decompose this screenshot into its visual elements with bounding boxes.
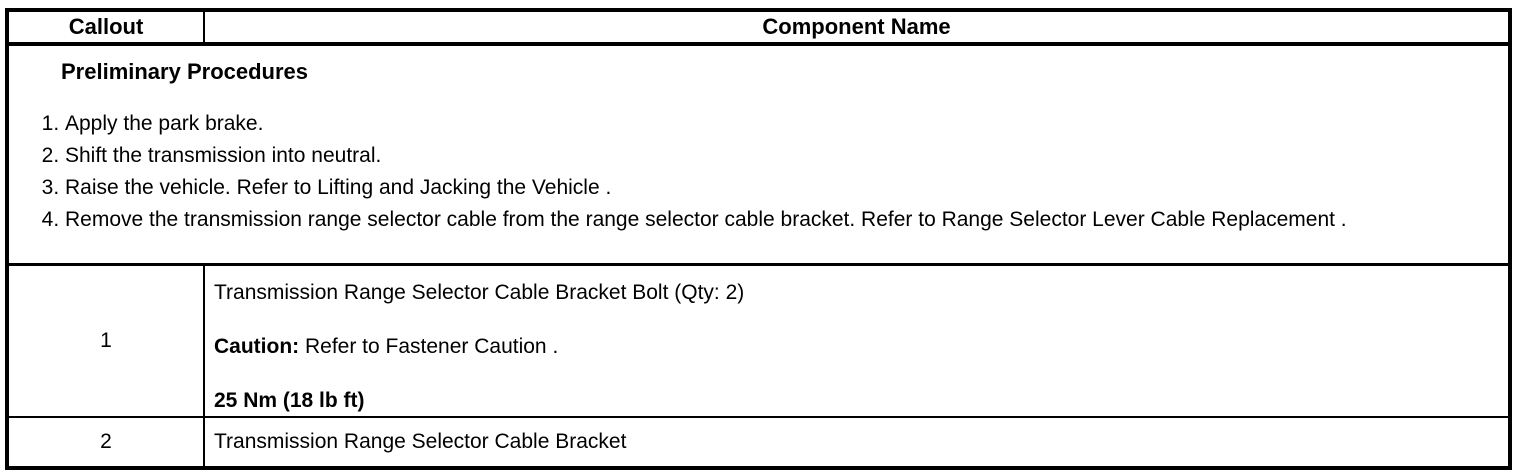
torque-spec: 25 Nm (18 lb ft)	[214, 389, 365, 412]
caution-label: Caution:	[214, 335, 300, 358]
component-cell-1: Transmission Range Selector Cable Bracke…	[205, 266, 1508, 416]
callout-number-2: 2	[9, 418, 205, 466]
preliminary-step-3: Raise the vehicle. Refer to Lifting and …	[65, 174, 1508, 202]
component-name-text-2: Transmission Range Selector Cable Bracke…	[214, 430, 627, 453]
header-callout: Callout	[9, 12, 205, 42]
preliminary-steps-list: Apply the park brake. Shift the transmis…	[9, 110, 1508, 234]
callout-number-1: 1	[9, 266, 205, 416]
preliminary-step-2: Shift the transmission into neutral.	[65, 142, 1508, 170]
preliminary-step-4: Remove the transmission range selector c…	[65, 206, 1508, 234]
callout-row-1: 1 Transmission Range Selector Cable Brac…	[9, 266, 1508, 418]
component-name-text-1: Transmission Range Selector Cable Bracke…	[214, 281, 745, 304]
preliminary-procedures-section: Preliminary Procedures Apply the park br…	[9, 46, 1508, 266]
preliminary-procedures-title: Preliminary Procedures	[61, 59, 309, 84]
callout-row-2: 2 Transmission Range Selector Cable Brac…	[9, 418, 1508, 466]
preliminary-step-1: Apply the park brake.	[65, 110, 1508, 138]
caution-note: Caution: Refer to Fastener Caution .	[214, 333, 1496, 361]
header-component-name: Component Name	[762, 14, 951, 39]
component-cell-2: Transmission Range Selector Cable Bracke…	[205, 418, 1508, 466]
component-callout-table: Callout Component Name Preliminary Proce…	[5, 8, 1512, 470]
table-header-row: Callout Component Name	[9, 12, 1508, 46]
caution-text: Refer to Fastener Caution .	[299, 335, 559, 358]
